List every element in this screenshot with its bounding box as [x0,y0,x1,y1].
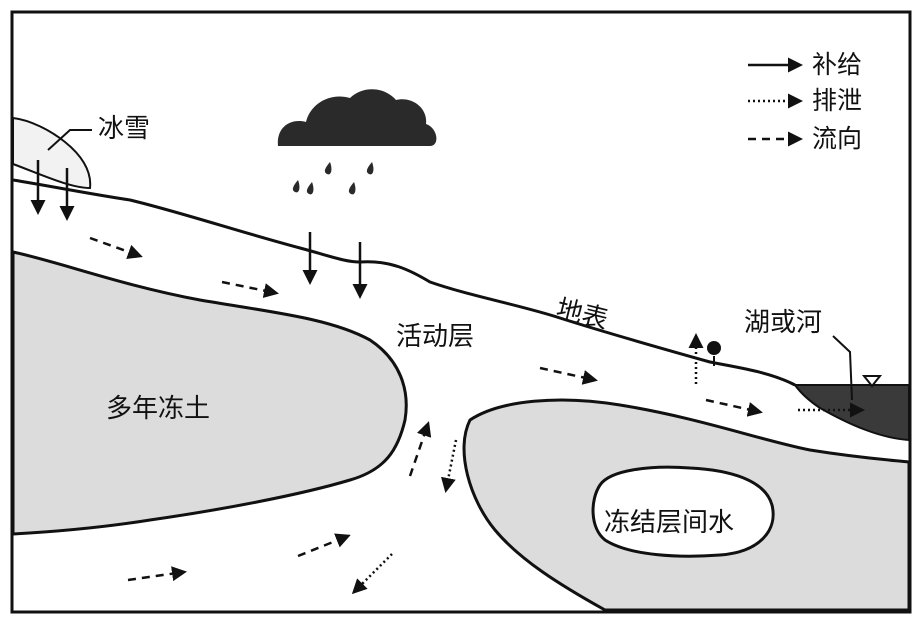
ground-surface-line [12,178,796,387]
legend-discharge-label: 排泄 [812,86,863,115]
legend-recharge-label: 补给 [812,50,863,79]
water-level-icon [861,375,883,388]
label-ice-snow: 冰雪 [98,114,151,144]
cloud-icon [277,89,437,146]
spring-icon [707,341,721,366]
label-active-layer: 活动层 [396,322,475,352]
recharge-arrows [30,160,368,299]
discharge-arrows [351,333,865,595]
ice-snow-patch [12,116,92,190]
leader-lines [47,129,853,401]
legend-flow-label: 流向 [812,124,863,153]
intrapermafrost-water-pocket [591,465,775,558]
raindrops-icon [292,162,374,195]
label-lake-or-river: 湖或河 [744,308,823,338]
flow-direction-arrows [89,236,763,582]
label-intrapermafrost-water: 冻结层间水 [604,508,735,538]
legend-samples [748,57,803,147]
label-permafrost: 多年冻土 [106,394,211,424]
permafrost-left [11,250,408,536]
